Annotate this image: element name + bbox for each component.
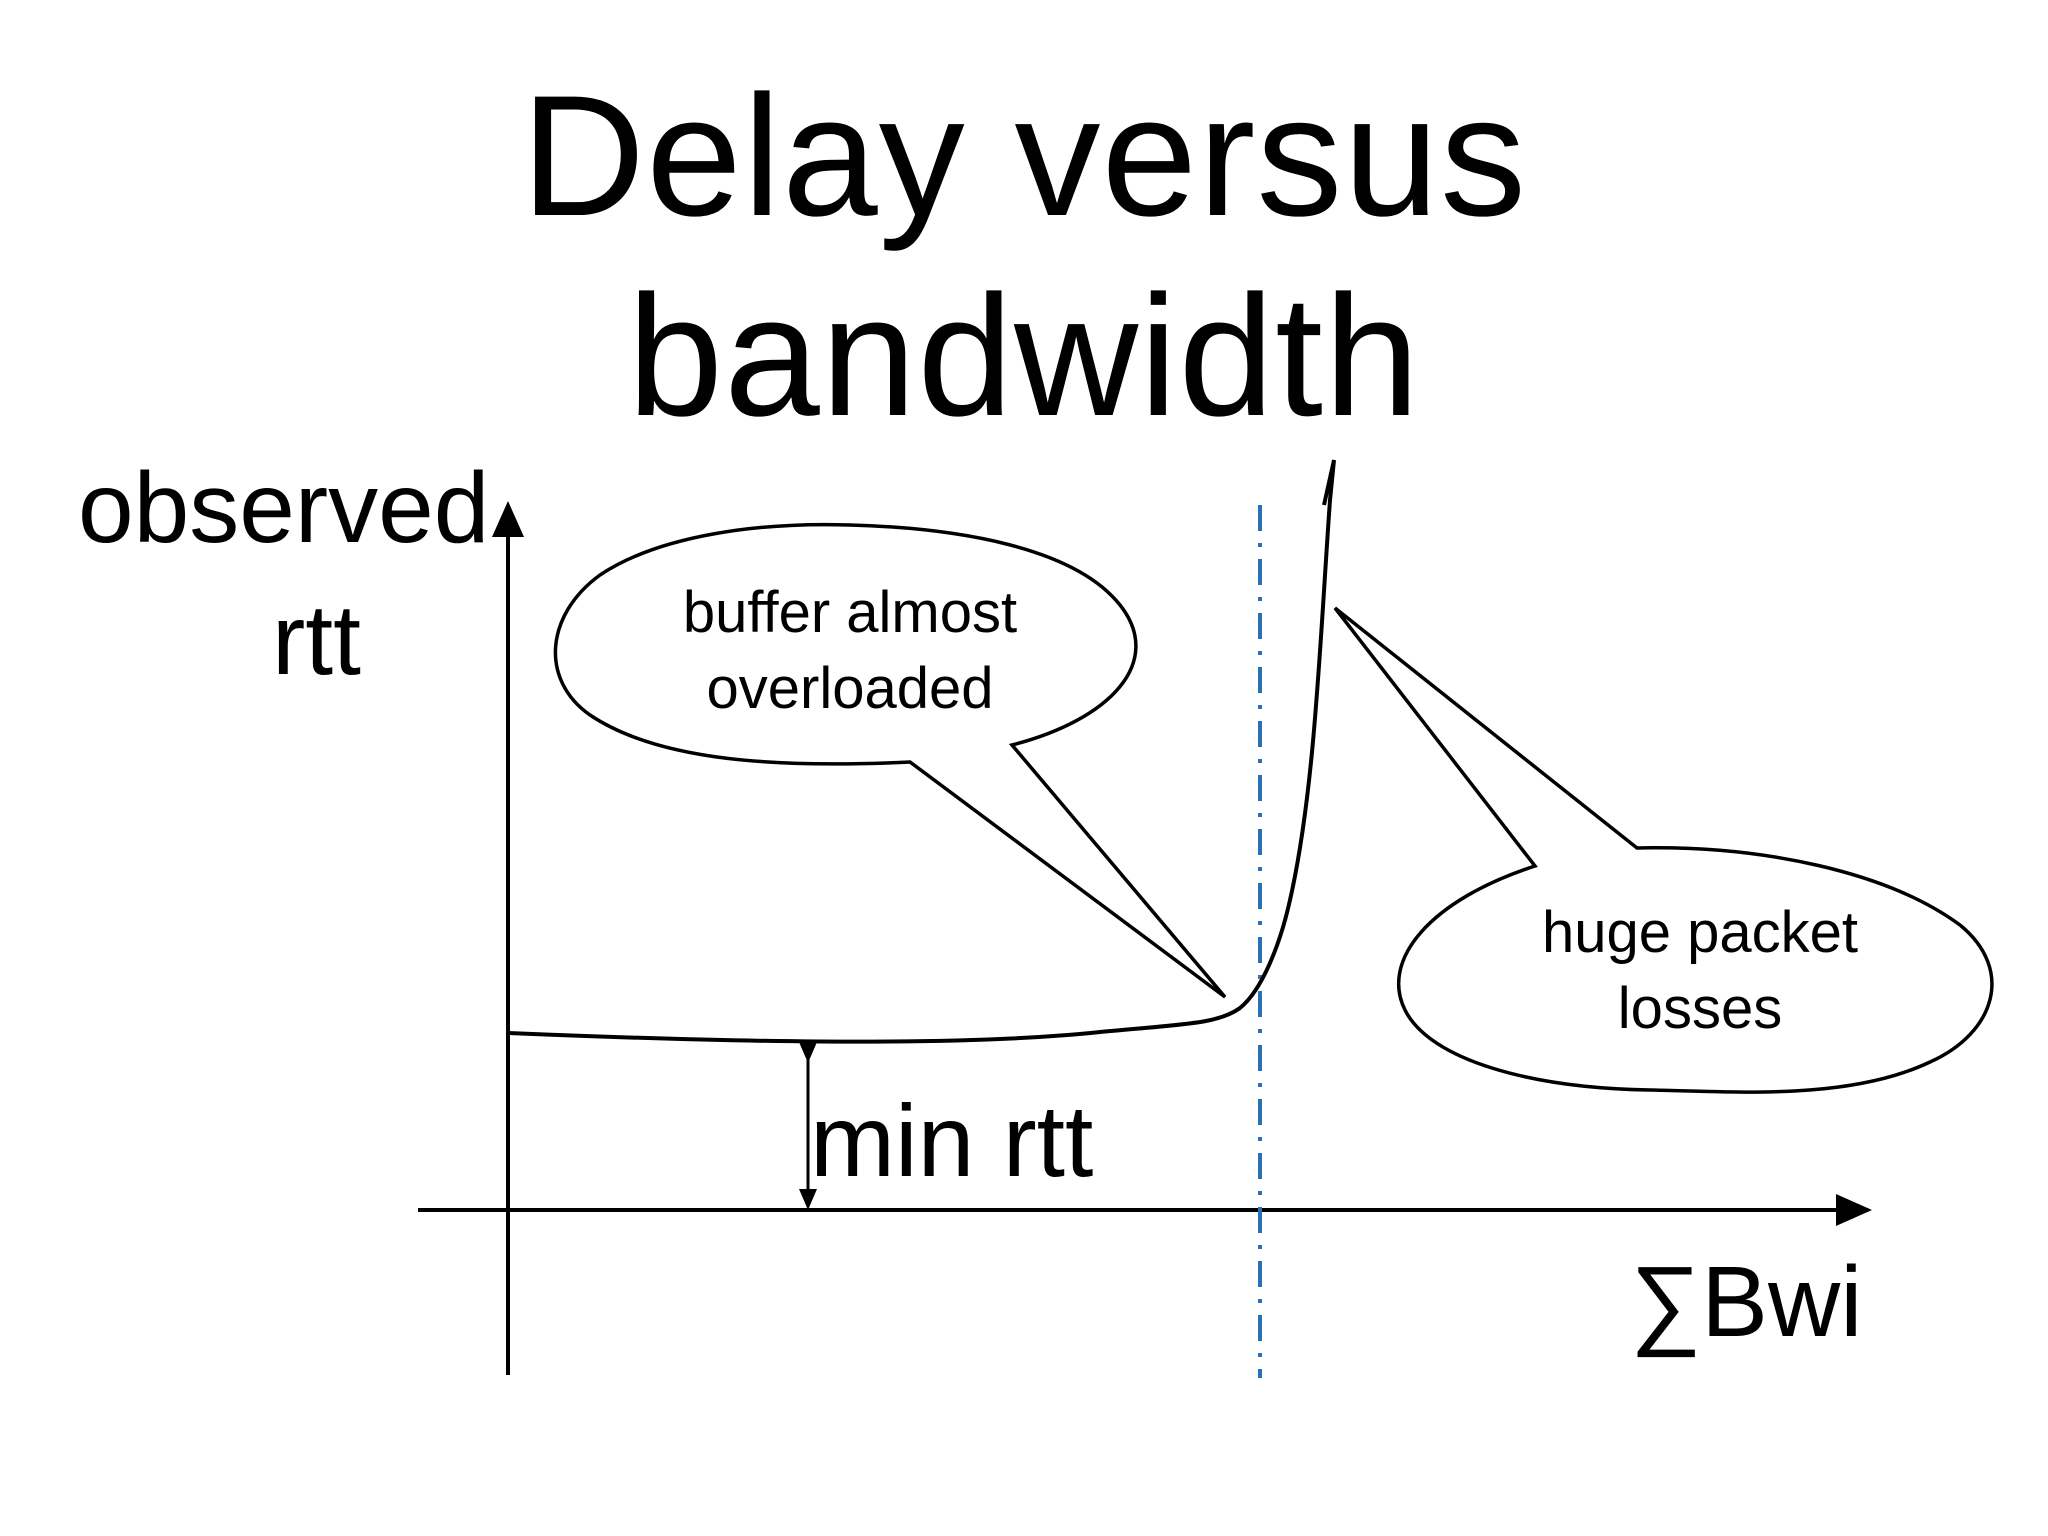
delay-curve [507, 459, 1336, 1044]
y-axis-label-line-2: rtt [272, 584, 361, 696]
callout-losses-line-2: losses [1617, 976, 1783, 1041]
slide-title-line-1: Delay versus [520, 60, 1528, 252]
x-axis-label: ∑Bwi [1630, 1246, 1863, 1358]
slide-title-line-2: bandwidth [627, 260, 1421, 452]
y-axis-label-line-1: observed [78, 452, 490, 564]
callout-losses-line-1: huge packet [1541, 900, 1859, 965]
callout-buffer-text: buffer almost overloaded [600, 575, 1100, 727]
callout-bubble-losses [1333, 606, 1994, 1094]
callout-losses-text: huge packet losses [1450, 895, 1950, 1047]
callout-buffer-line-2: overloaded [706, 656, 994, 721]
min-rtt-label: min rtt [810, 1084, 1094, 1198]
callout-buffer-line-1: buffer almost [682, 580, 1018, 645]
callout-bubble-buffer [553, 522, 1227, 999]
